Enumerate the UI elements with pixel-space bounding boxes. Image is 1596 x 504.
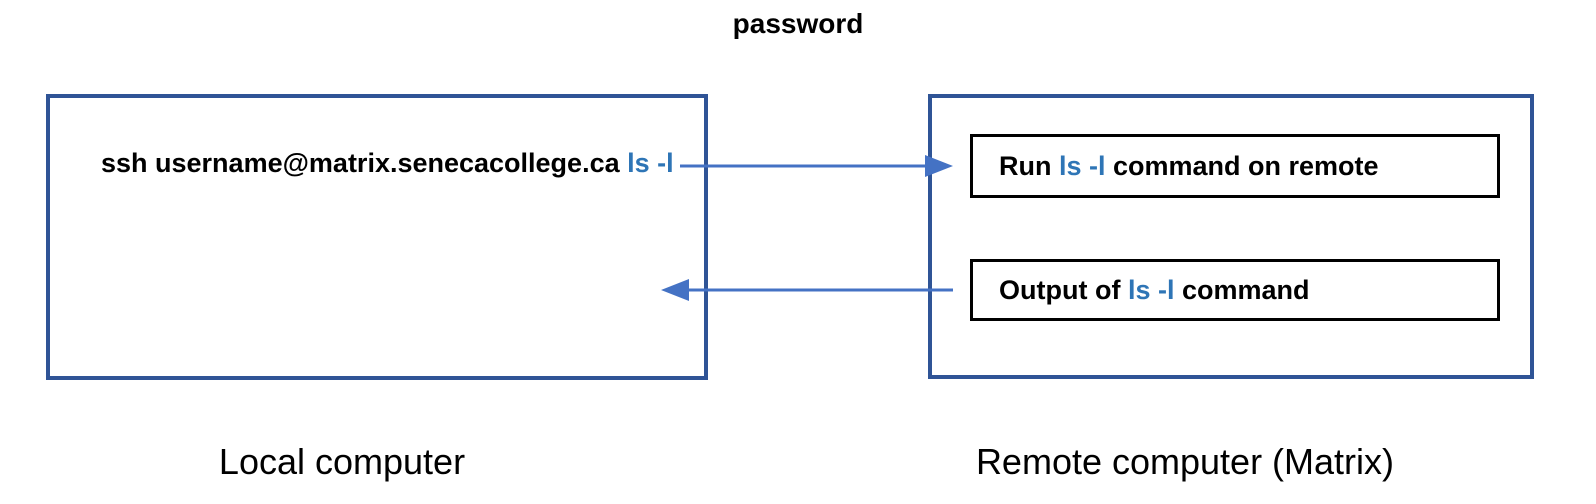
output-command-box: Output of ls -l command bbox=[970, 259, 1500, 321]
diagram-title: password bbox=[732, 8, 864, 39]
run-command-prefix: Run bbox=[999, 150, 1059, 181]
run-command-suffix: command on remote bbox=[1105, 150, 1379, 181]
request-arrow bbox=[680, 155, 953, 177]
ssh-command-prefix: ssh username@matrix.senecacollege.ca bbox=[101, 148, 628, 178]
local-computer-box bbox=[46, 94, 708, 380]
run-command-highlight: ls -l bbox=[1059, 150, 1106, 181]
output-command-suffix: command bbox=[1174, 274, 1310, 305]
local-computer-label: Local computer bbox=[218, 441, 466, 482]
output-command-highlight: ls -l bbox=[1127, 274, 1175, 305]
output-command-prefix: Output of bbox=[999, 274, 1128, 305]
ssh-command-highlight: ls -l bbox=[627, 148, 674, 178]
ssh-command-text: ssh username@matrix.senecacollege.ca ls … bbox=[101, 148, 674, 179]
remote-computer-label: Remote computer (Matrix) bbox=[975, 441, 1395, 482]
run-command-box: Run ls -l command on remote bbox=[970, 134, 1500, 198]
